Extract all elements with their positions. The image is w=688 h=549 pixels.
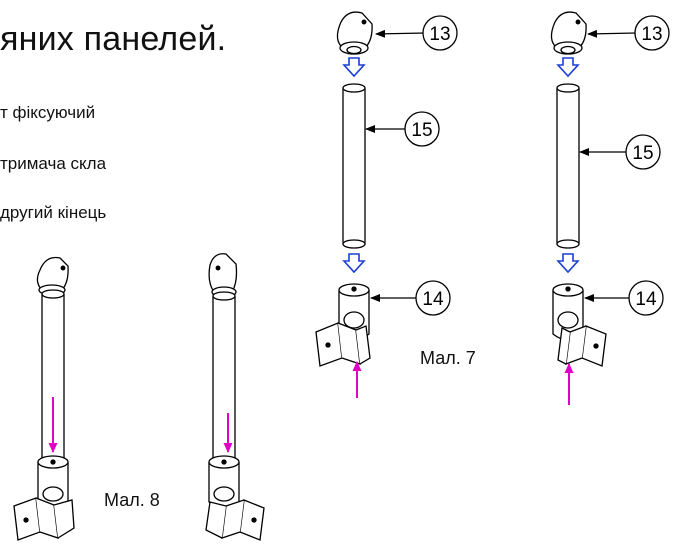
- insert-arrow-icon: [556, 57, 580, 78]
- bottom-holder-part: [205, 455, 265, 541]
- callout-fig7a-top: 13: [375, 15, 458, 51]
- insert-arrow-icon: [342, 253, 366, 274]
- top-cap-part: [208, 253, 238, 298]
- fig8-right-assembly: [205, 253, 265, 541]
- top-cap-part: [550, 11, 587, 55]
- bottom-holder-part: [13, 455, 75, 541]
- callout-number: 15: [411, 120, 432, 141]
- callout-fig7a-middle: 15: [365, 111, 440, 147]
- instruction-line-2: тримача скла: [0, 154, 107, 173]
- bottom-holder-part: [315, 283, 371, 367]
- tube-part: [556, 83, 580, 249]
- figure-7-label: Мал. 7: [420, 348, 476, 368]
- callout-fig7a-bottom: 14: [370, 280, 451, 316]
- callout-number: 15: [632, 143, 653, 164]
- callout-number: 14: [635, 289, 657, 310]
- callout-number: 13: [641, 24, 662, 45]
- callout-number: 14: [422, 289, 444, 310]
- fig7-right-assembly: [550, 11, 607, 367]
- top-cap-part: [336, 11, 373, 55]
- callout-fig7b-top: 13: [587, 15, 670, 51]
- figure-8-label: Мал. 8: [104, 490, 160, 510]
- instruction-line-3: другий кінець: [0, 203, 107, 222]
- callout-fig7b-middle: 15: [579, 134, 661, 170]
- fig8-left-assembly: [13, 256, 75, 541]
- instruction-line-1: т фіксуючий: [0, 103, 96, 122]
- bottom-holder-part: [552, 283, 607, 367]
- insert-arrow-icon: [556, 253, 580, 274]
- callout-fig7b-bottom: 14: [584, 280, 664, 316]
- tube-part: [212, 291, 236, 459]
- insert-arrow-icon: [342, 57, 366, 78]
- page-heading: яних панелей.: [0, 20, 227, 58]
- tube-part: [342, 83, 366, 249]
- callout-number: 13: [429, 24, 450, 45]
- fig7-left-assembly: [315, 11, 373, 367]
